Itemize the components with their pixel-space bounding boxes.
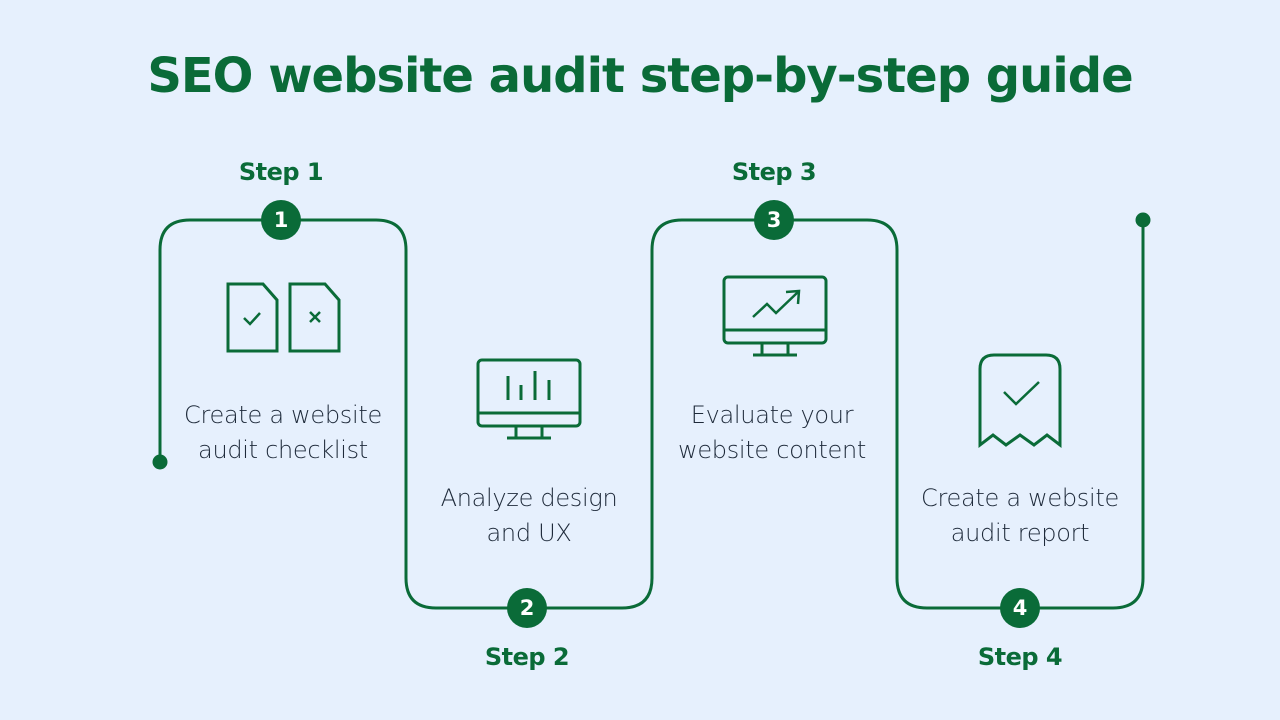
step-4-line-2: audit report (950, 519, 1090, 547)
monitor-trend-up-icon (722, 275, 828, 362)
step-4-label: Step 4 (977, 643, 1063, 671)
step-2-line-1: Analyze design (440, 484, 618, 512)
step-3-badge: 3 (754, 200, 794, 240)
document-check-cross-icon (226, 282, 341, 353)
step-3-line-1: Evaluate your (690, 401, 854, 429)
path-start-dot (152, 454, 168, 470)
step-3-line-2: website content (678, 436, 866, 464)
step-2-description: Analyze design and UX (409, 481, 649, 551)
monitor-bar-chart-icon (476, 358, 582, 445)
receipt-check-icon (977, 353, 1063, 454)
path-end-dot (1135, 212, 1151, 228)
page-title: SEO website audit step-by-step guide (147, 48, 1133, 104)
step-2-line-2: and UX (486, 519, 572, 547)
step-1-badge: 1 (261, 200, 301, 240)
step-1-line-1: Create a website (184, 401, 382, 429)
step-2-label: Step 2 (484, 643, 570, 671)
step-4-description: Create a website audit report (900, 481, 1140, 551)
step-2-badge: 2 (507, 588, 547, 628)
step-3-label: Step 3 (731, 158, 817, 186)
step-4-line-1: Create a website (921, 484, 1119, 512)
step-1-label: Step 1 (238, 158, 324, 186)
step-1-description: Create a website audit checklist (163, 398, 403, 468)
step-3-description: Evaluate your website content (652, 398, 892, 468)
step-1-line-2: audit checklist (198, 436, 368, 464)
step-4-badge: 4 (1000, 588, 1040, 628)
